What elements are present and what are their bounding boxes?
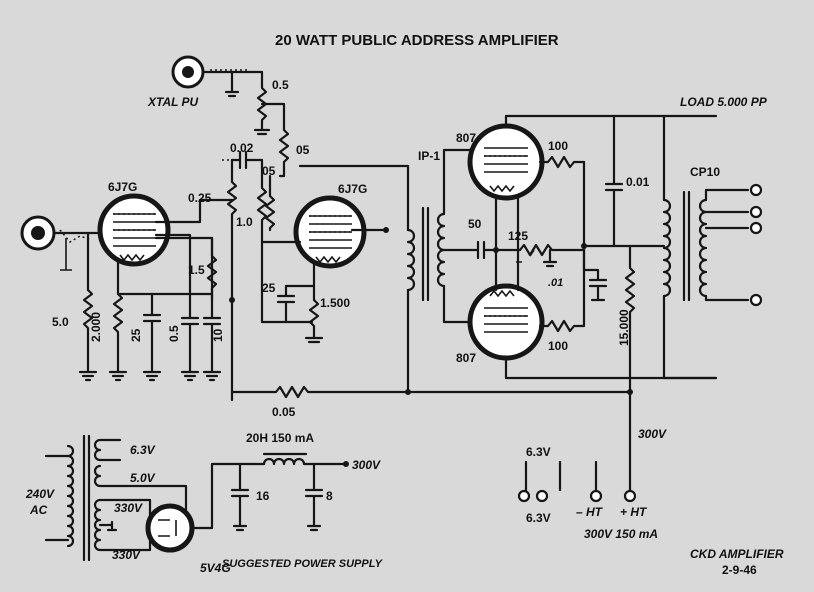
- term-63-bottom-label: 6.3V: [526, 511, 551, 525]
- load-label: LOAD 5.000 PP: [680, 95, 768, 109]
- terminal-plus-ht: [623, 489, 637, 503]
- cp10-label: CP10: [690, 165, 720, 179]
- tube-5v4g-label: 5V4G: [200, 561, 231, 575]
- choke-label: 20H 150 mA: [246, 431, 314, 445]
- mains-voltage-label: 240V: [25, 487, 55, 501]
- c-002-label: 0.02: [230, 141, 254, 155]
- r-15000-label: 15.000: [617, 309, 631, 346]
- speaker-tap-2: [749, 205, 763, 219]
- c-8-label: 8: [326, 489, 333, 503]
- xtal-pu-jack: [171, 55, 205, 89]
- c-05-label: 0.5: [167, 325, 181, 342]
- psu-out-300-label: 300V: [352, 458, 381, 472]
- r-100-top-label: 100: [548, 139, 568, 153]
- diagram-title: 20 WATT PUBLIC ADDRESS AMPLIFIER: [275, 32, 559, 49]
- term-plus-ht-label: + HT: [620, 505, 648, 519]
- c-25-v2-label: 25: [262, 281, 276, 295]
- winding-330b-label: 330V: [112, 548, 141, 562]
- r-pickup-pot-label: 0.5: [272, 78, 289, 92]
- tube-807-top-label: 807: [456, 131, 476, 145]
- tube-v2-label: 6J7G: [338, 182, 367, 196]
- tube-v2: [293, 195, 367, 269]
- r-1500-label: 1.500: [320, 296, 350, 310]
- r-025-label: 0.25: [188, 191, 212, 205]
- tube-5v4g: [145, 503, 195, 553]
- r-50-label: 5.0: [52, 315, 69, 329]
- terminal-minus-ht: [589, 489, 603, 503]
- power-supply-label: SUGGESTED POWER SUPPLY: [222, 558, 384, 570]
- terminal-63-a: [517, 489, 531, 503]
- ht-rating-label: 300V 150 mA: [584, 527, 658, 541]
- tube-807-bottom: [467, 283, 545, 361]
- footer-date: 2-9-46: [722, 563, 757, 577]
- term-63-top-label: 6.3V: [526, 445, 551, 459]
- tube-807-bottom-label: 807: [456, 351, 476, 365]
- terminal-63-b: [535, 489, 549, 503]
- speaker-tap-1: [749, 183, 763, 197]
- term-minus-ht-label: – HT: [576, 505, 604, 519]
- winding-50-label: 5.0V: [130, 471, 156, 485]
- power-transformer: [66, 434, 102, 562]
- c-25-v1-label: 25: [129, 328, 143, 342]
- c-50-label: 50: [468, 217, 482, 231]
- c-01-label: .01: [548, 277, 563, 289]
- tube-807-top: [467, 123, 545, 201]
- r-05b-label: 05: [262, 164, 276, 178]
- speaker-tap-3: [749, 221, 763, 235]
- transformer-cp10: [662, 190, 708, 302]
- r-005-label: 0.05: [272, 405, 296, 419]
- c-16-label: 16: [256, 489, 270, 503]
- ip1-label: IP-1: [418, 149, 440, 163]
- tube-v1: [97, 193, 171, 267]
- c-001-label: 0.01: [626, 175, 650, 189]
- speaker-tap-4: [749, 293, 763, 307]
- r-10-label: 1.0: [236, 215, 253, 229]
- transformer-ip1: [406, 206, 446, 302]
- r-15-label: 1.5: [188, 263, 205, 277]
- winding-330a-label: 330V: [114, 501, 143, 515]
- r-100-bottom-label: 100: [548, 339, 568, 353]
- hv-300-label: 300V: [638, 427, 667, 441]
- input-jack-left: [20, 215, 56, 251]
- winding-63-label: 6.3V: [130, 443, 156, 457]
- mains-ac-label: AC: [29, 503, 48, 517]
- xtal-pu-label: XTAL PU: [147, 95, 199, 109]
- r-05-label: 05: [296, 143, 310, 157]
- c-10-label: 10: [211, 328, 225, 342]
- footer-name: CKD AMPLIFIER: [690, 547, 784, 561]
- tube-v1-label: 6J7G: [108, 180, 137, 194]
- r-2000-label: 2.000: [89, 312, 103, 342]
